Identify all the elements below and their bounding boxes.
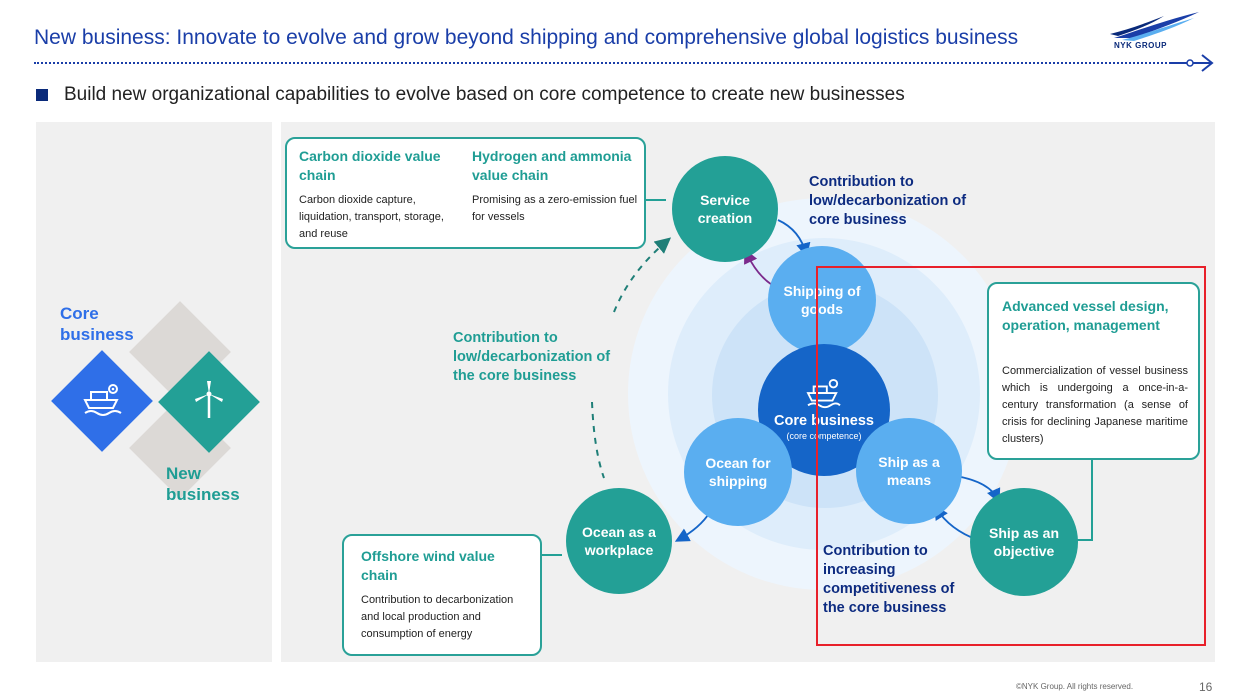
new-business-label: New business xyxy=(166,464,240,504)
hydrogen-text: Promising as a zero-emission fuel for ve… xyxy=(472,194,638,223)
nyk-logo-icon xyxy=(1110,12,1199,41)
contribution-bottom: Contribution to increasing competitivene… xyxy=(823,543,955,616)
ocean-workplace-label: Ocean as a workplace xyxy=(582,524,656,558)
arrow-right-icon xyxy=(1170,54,1214,72)
ship-objective-label: Ship as an objective xyxy=(988,525,1060,559)
bullet-square xyxy=(36,89,48,101)
wind-turbine-icon xyxy=(195,381,223,418)
carbon-text: Carbon dioxide capture, liquidation, tra… xyxy=(299,194,444,240)
ship-means-label: Ship as a means xyxy=(878,454,940,488)
page-number: 16 xyxy=(1199,680,1213,694)
advanced-title: Advanced vessel design, operation, manag… xyxy=(1002,298,1169,333)
ship-gear-icon xyxy=(806,378,841,409)
carbon-title: Carbon dioxide value chain xyxy=(299,148,441,183)
ship-means-circle: Ship as a means xyxy=(856,418,962,524)
core-business-circle-label: Core business xyxy=(774,413,874,429)
offshore-text: Contribution to decarbonization and loca… xyxy=(361,594,514,640)
core-competence-label: (core competence) xyxy=(786,431,862,441)
core-business-label: Core business xyxy=(60,304,134,344)
ocean-workplace-circle: Ocean as a workplace xyxy=(566,488,672,594)
copyright: ©NYK Group. All rights reserved. xyxy=(1016,682,1134,691)
subtitle: Build new organizational capabilities to… xyxy=(64,84,905,105)
ship-gear-icon xyxy=(83,384,122,416)
service-creation-label: Service creation xyxy=(697,192,753,226)
offshore-title: Offshore wind value chain xyxy=(361,548,495,583)
shipping-goods-label: Shipping of goods xyxy=(783,283,861,317)
header-divider xyxy=(34,62,1202,64)
service-creation-circle: Service creation xyxy=(672,156,778,262)
logo-text: NYK GROUP xyxy=(1114,41,1167,50)
offshore-wind-box: Offshore wind value chain Contribution t… xyxy=(342,534,542,656)
carbon-hydrogen-box: Carbon dioxide value chain Carbon dioxid… xyxy=(285,137,646,249)
hydrogen-title: Hydrogen and ammonia value chain xyxy=(472,148,632,183)
advanced-text: Commercialization of vessel business whi… xyxy=(1002,365,1188,445)
ocean-shipping-circle: Ocean for shipping xyxy=(684,418,792,526)
shipping-goods-circle: Shipping of goods xyxy=(768,246,876,354)
ocean-shipping-label: Ocean for shipping xyxy=(705,455,771,489)
page-title: New business: Innovate to evolve and gro… xyxy=(34,26,1019,49)
contribution-top-right: Contribution to low/decarbonization of c… xyxy=(809,174,967,228)
contribution-middle-left: Contribution to low/decarbonization of t… xyxy=(453,330,611,384)
left-panel: Core business New business xyxy=(36,122,272,662)
highlight-box xyxy=(816,266,1206,646)
advanced-vessel-box: Advanced vessel design, operation, manag… xyxy=(987,282,1200,460)
ship-objective-circle: Ship as an objective xyxy=(970,488,1078,596)
